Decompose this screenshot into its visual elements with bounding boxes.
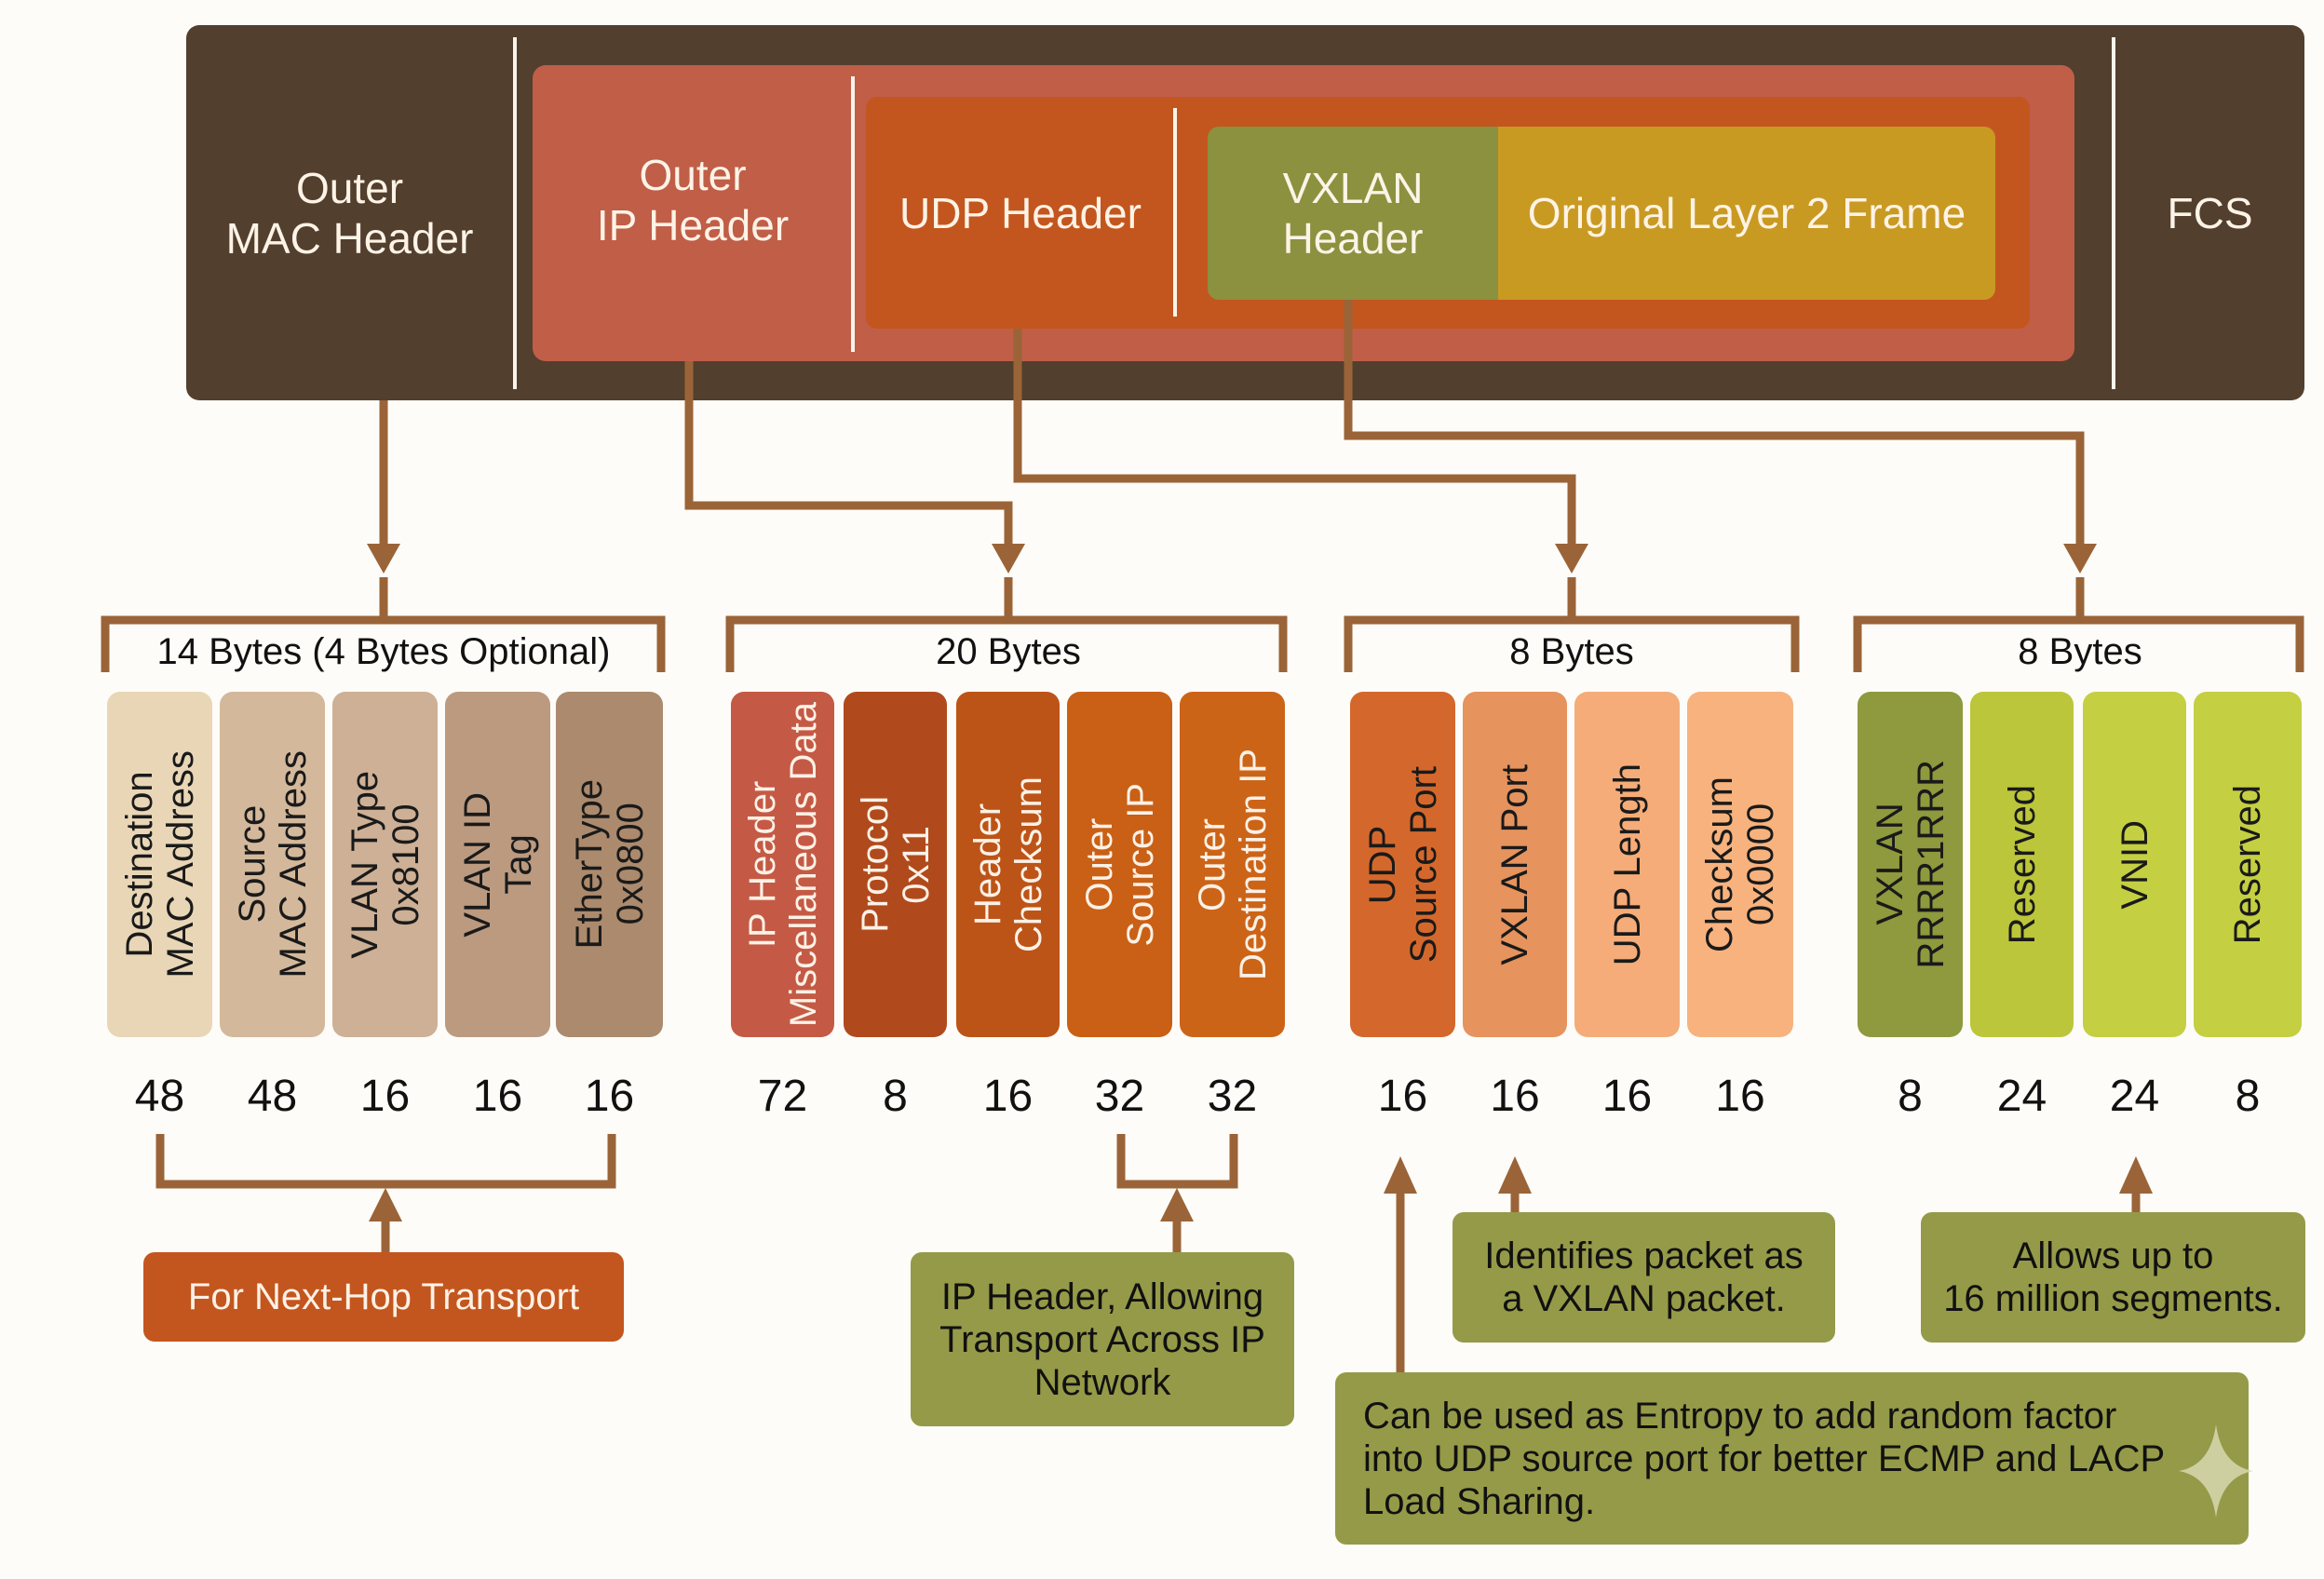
field-block: UDP Source Port <box>1350 692 1455 1037</box>
field-label: Header Checksum <box>966 776 1049 952</box>
fcs-label: FCS <box>2167 188 2253 237</box>
field-bit-width: 16 <box>359 1072 411 1121</box>
field-block: Outer Source IP <box>1067 692 1172 1037</box>
field-block: VNID <box>2083 692 2186 1037</box>
arrow-up-entropy <box>1384 1156 1417 1194</box>
group-3-size-label: 8 Bytes <box>1480 631 1663 673</box>
field-label: UDP Length <box>1606 763 1648 966</box>
field-bit-width: 16 <box>584 1072 635 1121</box>
field-bit-width: 72 <box>757 1072 808 1121</box>
field-bit-width: 8 <box>2235 1072 2261 1121</box>
field-block: VXLAN Port <box>1463 692 1567 1037</box>
field-block: IP Header Miscellaneous Data <box>731 692 834 1037</box>
field-label: Destination MAC Address <box>118 750 201 978</box>
field-label: Checksum 0x0000 <box>1699 776 1781 952</box>
outer-ip-header-label: Outer IP Header <box>596 151 790 250</box>
field-bit-width: 48 <box>247 1072 298 1121</box>
vxlan-header-block: VXLAN Header <box>1208 127 1498 300</box>
field-block: Checksum 0x0000 <box>1687 692 1793 1037</box>
field-label: EtherType 0x0800 <box>568 779 651 950</box>
field-bit-width: 8 <box>883 1072 908 1121</box>
group-1-size-label: 14 Bytes (4 Bytes Optional) <box>130 631 637 673</box>
arrow-down-udp <box>1555 544 1588 574</box>
original-l2-frame-block: Original Layer 2 Frame <box>1498 127 1995 300</box>
udp-header-label: UDP Header <box>899 188 1142 237</box>
field-label: VLAN ID Tag <box>456 791 539 938</box>
field-block: VLAN Type 0x8100 <box>332 692 438 1037</box>
field-block: VXLAN RRRR1RRR <box>1858 692 1963 1037</box>
arrow-down-vxlan <box>2063 544 2097 574</box>
field-label: Source MAC Address <box>231 750 314 978</box>
field-bit-width: 48 <box>134 1072 185 1121</box>
field-bit-width: 16 <box>982 1072 1034 1121</box>
ip-divider <box>851 76 855 352</box>
note-vxlan-port: Identifies packet as a VXLAN packet. <box>1452 1212 1835 1343</box>
field-bit-width: 16 <box>1490 1072 1540 1121</box>
arrow-up-vxlan-port <box>1498 1156 1532 1194</box>
bracket-ip-fields <box>1116 1134 1238 1189</box>
bracket-mac-fields <box>155 1134 616 1189</box>
field-block: Destination MAC Address <box>107 692 212 1037</box>
arrow-up-vnid <box>2119 1156 2153 1194</box>
field-label: Protocol 0x11 <box>854 796 937 933</box>
field-bit-width: 16 <box>1377 1072 1428 1121</box>
field-block: Header Checksum <box>956 692 1060 1037</box>
arrow-down-mac <box>367 544 400 574</box>
field-label: Reserved <box>2001 784 2043 945</box>
note-next-hop: For Next-Hop Transport <box>143 1252 624 1342</box>
note-entropy: Can be used as Entropy to add random fac… <box>1335 1372 2249 1545</box>
field-bit-width: 32 <box>1094 1072 1145 1121</box>
field-bit-width: 24 <box>1996 1072 2047 1121</box>
field-label: VNID <box>2114 819 2155 910</box>
field-block: Protocol 0x11 <box>844 692 947 1037</box>
note-ip-header: IP Header, Allowing Transport Across IP … <box>911 1252 1294 1426</box>
field-bit-width: 32 <box>1207 1072 1258 1121</box>
group-2-size-label: 20 Bytes <box>885 631 1132 673</box>
field-label: VXLAN RRRR1RRR <box>1869 760 1952 969</box>
field-label: Outer Destination IP <box>1191 748 1274 981</box>
field-bit-width: 16 <box>1601 1072 1653 1121</box>
sparkle-icon <box>2179 1424 2253 1518</box>
frame-divider <box>513 37 517 389</box>
field-block: Outer Destination IP <box>1180 692 1285 1037</box>
field-label: IP Header Miscellaneous Data <box>741 701 824 1028</box>
field-bit-width: 16 <box>472 1072 523 1121</box>
field-block: VLAN ID Tag <box>445 692 550 1037</box>
arrow-up-next-hop <box>369 1188 402 1221</box>
field-block: Reserved <box>1970 692 2074 1037</box>
field-label: Reserved <box>2227 784 2268 945</box>
field-bit-width: 24 <box>2109 1072 2160 1121</box>
field-block: Source MAC Address <box>220 692 325 1037</box>
note-vnid: Allows up to 16 million segments. <box>1921 1212 2305 1343</box>
field-label: VXLAN Port <box>1494 763 1535 965</box>
outer-mac-header-label: Outer MAC Header <box>225 163 474 263</box>
field-block: UDP Length <box>1574 692 1680 1037</box>
field-block: Reserved <box>2194 692 2302 1037</box>
field-label: Outer Source IP <box>1078 782 1161 947</box>
field-bit-width: 8 <box>1898 1072 1923 1121</box>
arrow-down-ip <box>992 544 1025 574</box>
field-bit-width: 16 <box>1715 1072 1765 1121</box>
group-4-size-label: 8 Bytes <box>1989 631 2171 673</box>
field-block: EtherType 0x0800 <box>556 692 663 1037</box>
udp-divider <box>1173 108 1177 317</box>
arrow-up-ip-header <box>1160 1188 1194 1221</box>
field-label: VLAN Type 0x8100 <box>344 770 426 959</box>
field-label: UDP Source Port <box>1361 765 1444 964</box>
fcs-divider <box>2112 37 2115 389</box>
